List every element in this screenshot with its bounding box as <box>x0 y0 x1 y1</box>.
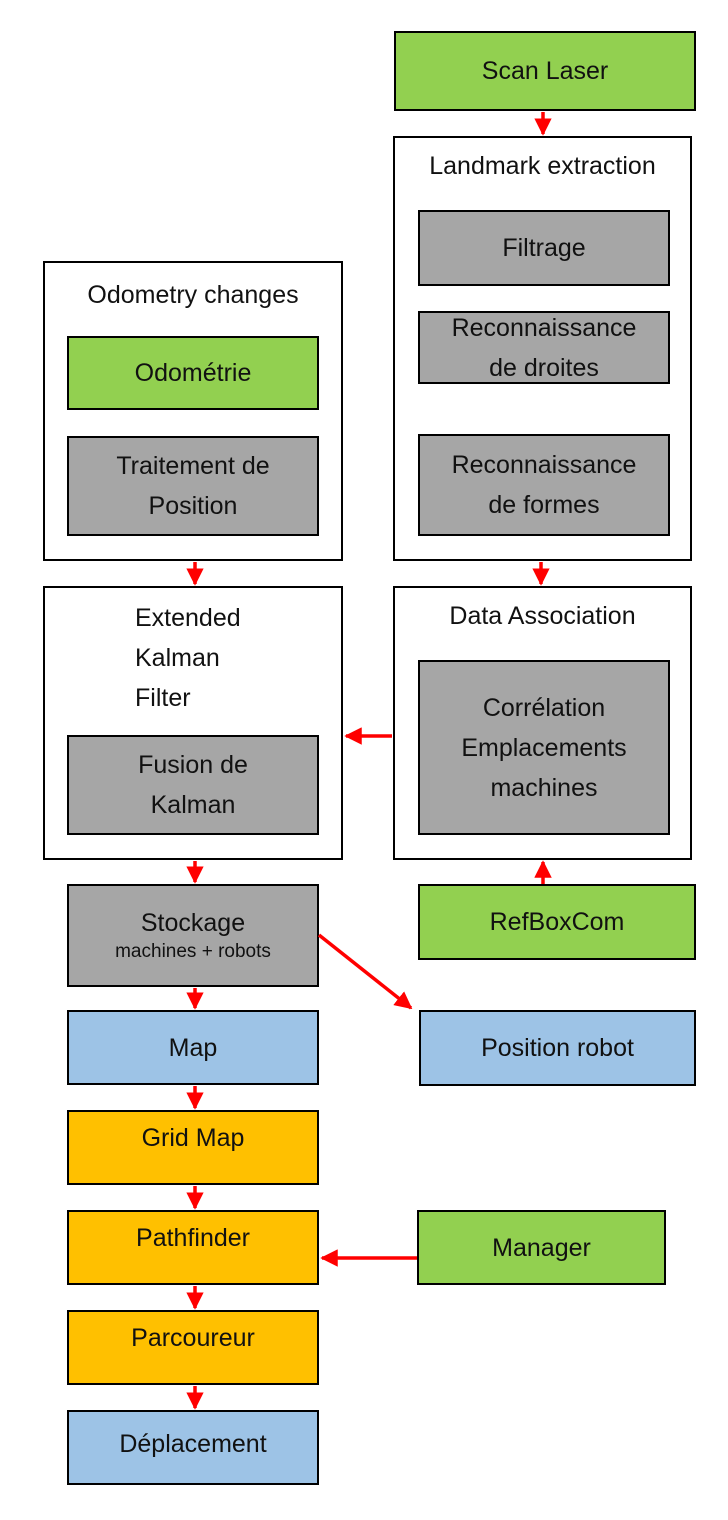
scan-laser-label: Scan Laser <box>481 57 609 85</box>
landmark-extraction-title: Landmark extraction <box>429 152 656 180</box>
odometry-changes-title: Odometry changes <box>87 281 299 309</box>
position-robot-box: Position robot <box>419 1010 696 1086</box>
stockage-box: Stockage machines + robots <box>67 884 319 987</box>
data-association-title: Data Association <box>449 602 636 630</box>
stockage-subtitle: machines + robots <box>115 940 271 962</box>
reconnaissance-formes-label: Reconnaissance de formes <box>451 451 637 519</box>
odometrie-label: Odométrie <box>134 359 252 387</box>
reconnaissance-formes-box: Reconnaissance de formes <box>418 434 670 536</box>
filtrage-box: Filtrage <box>418 210 670 286</box>
map-box: Map <box>67 1010 319 1085</box>
pathfinder-label: Pathfinder <box>136 1223 250 1252</box>
deplacement-label: Déplacement <box>119 1429 267 1458</box>
refboxcom-label: RefBoxCom <box>489 908 625 936</box>
parcoureur-box: Parcoureur <box>67 1310 319 1385</box>
parcoureur-label: Parcoureur <box>131 1323 255 1352</box>
manager-box: Manager <box>417 1210 666 1285</box>
correlation-label: Corrélation Emplacements machines <box>461 693 627 802</box>
grid-map-label: Grid Map <box>141 1123 245 1152</box>
deplacement-box: Déplacement <box>67 1410 319 1485</box>
traitement-position-label: Traitement de Position <box>116 452 270 520</box>
position-robot-label: Position robot <box>481 1034 634 1062</box>
reconnaissance-droites-box: Reconnaissance de droites <box>418 311 670 384</box>
fusion-kalman-box: Fusion de Kalman <box>67 735 319 835</box>
stockage-title: Stockage <box>140 908 246 937</box>
reconnaissance-droites-label: Reconnaissance de droites <box>451 313 637 382</box>
filtrage-label: Filtrage <box>502 234 586 262</box>
traitement-position-box: Traitement de Position <box>67 436 319 536</box>
manager-label: Manager <box>492 1233 591 1262</box>
odometrie-box: Odométrie <box>67 336 319 410</box>
grid-map-box: Grid Map <box>67 1110 319 1185</box>
refboxcom-box: RefBoxCom <box>418 884 696 960</box>
scan-laser-box: Scan Laser <box>394 31 696 111</box>
ekf-title: Extended Kalman Filter <box>135 604 241 712</box>
arrow-stockage-to-position-robot <box>317 933 413 1010</box>
correlation-box: Corrélation Emplacements machines <box>418 660 670 835</box>
fusion-kalman-label: Fusion de Kalman <box>138 751 248 819</box>
pathfinder-box: Pathfinder <box>67 1210 319 1285</box>
map-label: Map <box>168 1033 218 1062</box>
